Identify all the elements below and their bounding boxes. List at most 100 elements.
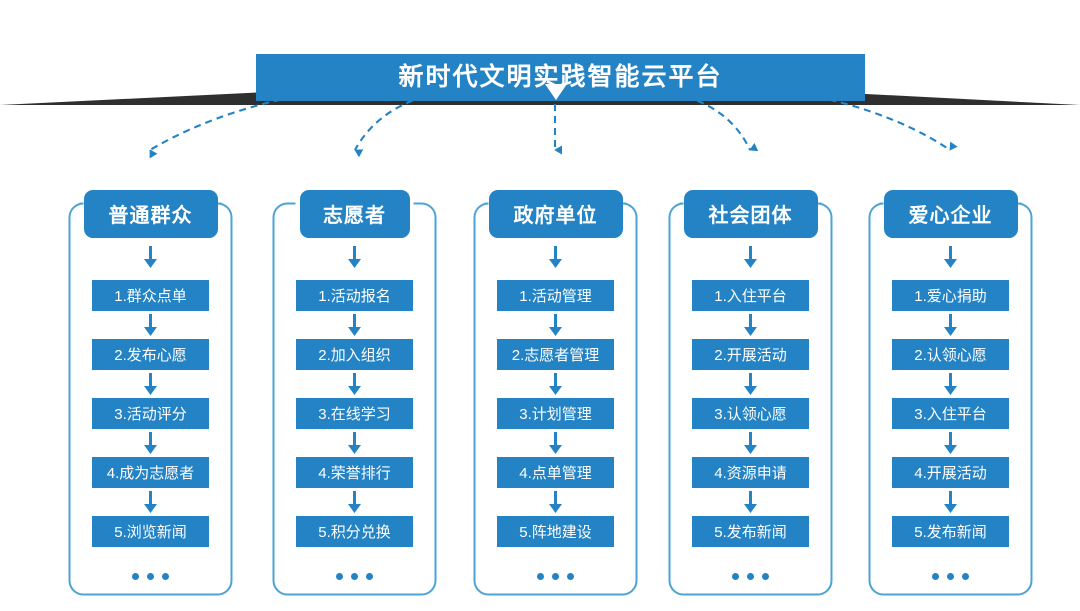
step-item[interactable]: 3.计划管理 — [497, 398, 614, 429]
role-header-volunteer[interactable]: 志愿者 — [299, 190, 410, 238]
role-column-volunteer: 志愿者 1.活动报名 2.加入组织 3.在线学习 4.荣誉排行 5.积分兑换 — [272, 190, 437, 596]
arrow-down-icon — [944, 246, 957, 268]
step-item[interactable]: 4.荣誉排行 — [296, 457, 413, 488]
step-gap — [744, 488, 757, 516]
step-item[interactable]: 4.资源申请 — [692, 457, 809, 488]
ellipsis-dot — [366, 573, 373, 580]
step-item[interactable]: 3.在线学习 — [296, 398, 413, 429]
arrow-down-icon — [744, 491, 757, 513]
arrow-down-icon — [744, 432, 757, 454]
more-steps-ellipsis — [336, 573, 373, 580]
ellipsis-dot — [132, 573, 139, 580]
step-gap — [144, 488, 157, 516]
chevron-down-icon — [545, 84, 567, 100]
arrow-down-icon — [348, 432, 361, 454]
arrow-down-icon — [944, 373, 957, 395]
step-gap — [348, 234, 361, 280]
arrow-down-icon — [944, 491, 957, 513]
role-column-frame — [668, 202, 833, 596]
arrow-down-icon — [144, 314, 157, 336]
step-gap — [549, 370, 562, 398]
arrow-down-icon — [549, 491, 562, 513]
ellipsis-dot — [962, 573, 969, 580]
step-item[interactable]: 5.发布新闻 — [892, 516, 1009, 547]
step-gap — [549, 311, 562, 339]
role-column-frame — [68, 202, 233, 596]
role-header-public[interactable]: 普通群众 — [83, 190, 218, 238]
step-gap — [944, 370, 957, 398]
step-item[interactable]: 5.浏览新闻 — [92, 516, 209, 547]
more-steps-ellipsis — [932, 573, 969, 580]
role-column-social-group: 社会团体 1.入住平台 2.开展活动 3.认领心愿 4.资源申请 5.发布新闻 — [668, 190, 833, 596]
platform-banner: 新时代文明实践智能云平台 — [0, 27, 1080, 105]
role-step-list: 1.爱心捐助 2.认领心愿 3.入住平台 4.开展活动 5.发布新闻 — [868, 234, 1033, 596]
step-item[interactable]: 5.积分兑换 — [296, 516, 413, 547]
ellipsis-dot — [537, 573, 544, 580]
step-gap — [348, 370, 361, 398]
step-gap — [944, 311, 957, 339]
step-item[interactable]: 5.阵地建设 — [497, 516, 614, 547]
role-step-list: 1.入住平台 2.开展活动 3.认领心愿 4.资源申请 5.发布新闻 — [668, 234, 833, 596]
step-gap — [348, 429, 361, 457]
step-gap — [144, 429, 157, 457]
ellipsis-dot — [147, 573, 154, 580]
role-column-government: 政府单位 1.活动管理 2.志愿者管理 3.计划管理 4.点单管理 5.阵地建设 — [473, 190, 638, 596]
step-gap — [549, 488, 562, 516]
step-item[interactable]: 1.活动管理 — [497, 280, 614, 311]
step-gap — [944, 488, 957, 516]
step-gap — [744, 234, 757, 280]
ellipsis-dot — [732, 573, 739, 580]
arrow-down-icon — [348, 491, 361, 513]
step-item[interactable]: 3.入住平台 — [892, 398, 1009, 429]
step-item[interactable]: 5.发布新闻 — [692, 516, 809, 547]
role-header-social-group[interactable]: 社会团体 — [683, 190, 818, 238]
ellipsis-dot — [947, 573, 954, 580]
arrow-down-icon — [744, 314, 757, 336]
step-gap — [144, 311, 157, 339]
step-gap — [744, 429, 757, 457]
arrow-down-icon — [144, 246, 157, 268]
more-steps-ellipsis — [537, 573, 574, 580]
step-gap — [549, 429, 562, 457]
step-item[interactable]: 4.开展活动 — [892, 457, 1009, 488]
role-step-list: 1.群众点单 2.发布心愿 3.活动评分 4.成为志愿者 5.浏览新闻 — [68, 234, 233, 596]
arrow-down-icon — [549, 373, 562, 395]
step-item[interactable]: 1.爱心捐助 — [892, 280, 1009, 311]
step-gap — [944, 234, 957, 280]
arrow-down-icon — [549, 314, 562, 336]
step-item[interactable]: 1.活动报名 — [296, 280, 413, 311]
step-item[interactable]: 1.群众点单 — [92, 280, 209, 311]
step-gap — [549, 234, 562, 280]
step-item[interactable]: 2.发布心愿 — [92, 339, 209, 370]
ellipsis-dot — [336, 573, 343, 580]
ellipsis-dot — [162, 573, 169, 580]
step-gap — [348, 311, 361, 339]
step-item[interactable]: 1.入住平台 — [692, 280, 809, 311]
arrow-down-icon — [549, 246, 562, 268]
step-item[interactable]: 3.认领心愿 — [692, 398, 809, 429]
step-item[interactable]: 2.加入组织 — [296, 339, 413, 370]
more-steps-ellipsis — [732, 573, 769, 580]
role-column-enterprise: 爱心企业 1.爱心捐助 2.认领心愿 3.入住平台 4.开展活动 5.发布新闻 — [868, 190, 1033, 596]
more-steps-ellipsis — [132, 573, 169, 580]
arrow-down-icon — [144, 432, 157, 454]
arrow-down-icon — [144, 373, 157, 395]
step-item[interactable]: 2.开展活动 — [692, 339, 809, 370]
step-gap — [144, 370, 157, 398]
role-header-government[interactable]: 政府单位 — [488, 190, 623, 238]
ellipsis-dot — [552, 573, 559, 580]
step-item[interactable]: 4.成为志愿者 — [92, 457, 209, 488]
arrow-down-icon — [348, 373, 361, 395]
role-column-frame — [473, 202, 638, 596]
ellipsis-dot — [932, 573, 939, 580]
role-header-enterprise[interactable]: 爱心企业 — [883, 190, 1018, 238]
step-item[interactable]: 2.志愿者管理 — [497, 339, 614, 370]
role-step-list: 1.活动报名 2.加入组织 3.在线学习 4.荣誉排行 5.积分兑换 — [272, 234, 437, 596]
arrow-down-icon — [744, 373, 757, 395]
step-item[interactable]: 2.认领心愿 — [892, 339, 1009, 370]
ellipsis-dot — [762, 573, 769, 580]
step-item[interactable]: 4.点单管理 — [497, 457, 614, 488]
step-item[interactable]: 3.活动评分 — [92, 398, 209, 429]
role-column-public: 普通群众 1.群众点单 2.发布心愿 3.活动评分 4.成为志愿者 5.浏览新闻 — [68, 190, 233, 596]
